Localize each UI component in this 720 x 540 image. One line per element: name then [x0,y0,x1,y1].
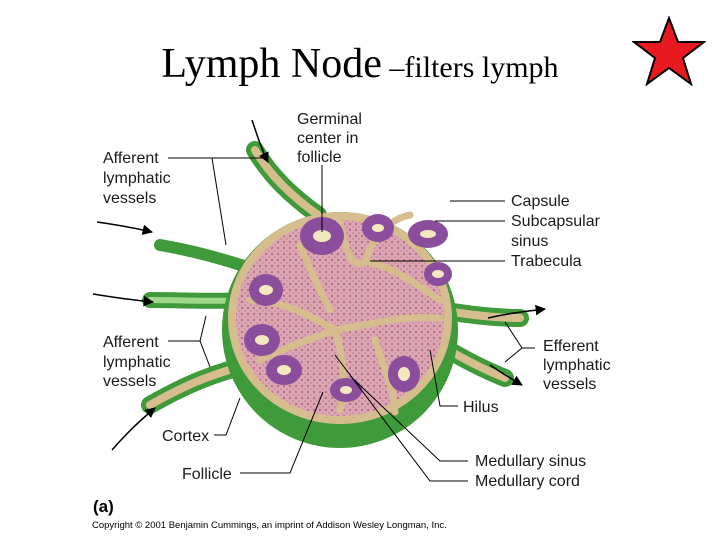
panel-label: (a) [93,497,114,516]
follicles [244,214,452,402]
label-germinal-1: Germinal [297,111,362,128]
slide-title: Lymph Node –filters lymph [0,40,720,88]
label-efferent-3: vessels [543,376,596,393]
label-medullary-sinus: Medullary sinus [475,453,586,470]
label-follicle: Follicle [182,466,232,483]
label-trabecula: Trabecula [511,253,582,270]
copyright-notice: Copyright © 2001 Benjamin Cummings, an i… [92,520,447,531]
label-afferent-bottom-2: lymphatic [103,354,171,371]
leader-lines [168,157,535,482]
flow-arrows [92,119,547,451]
title-sub: –filters lymph [381,51,559,84]
label-medullary-cord: Medullary cord [475,473,580,490]
title-main: Lymph Node [161,41,382,87]
label-afferent-top-3: vessels [103,190,156,207]
label-afferent-bottom-3: vessels [103,373,156,390]
label-germinal-2: center in [297,130,358,147]
red-star-icon [632,16,706,86]
label-subcapsular-1: Subcapsular [511,213,601,230]
label-afferent-top-2: lymphatic [103,170,171,187]
label-subcapsular-2: sinus [511,233,548,250]
label-efferent-1: Efferent [543,338,599,355]
label-germinal-3: follicle [297,149,342,166]
label-afferent-top-1: Afferent [103,150,159,167]
label-efferent-2: lymphatic [543,357,611,374]
label-hilus: Hilus [463,399,499,416]
label-cortex: Cortex [162,428,209,445]
label-capsule: Capsule [511,193,570,210]
label-afferent-bottom-1: Afferent [103,334,159,351]
